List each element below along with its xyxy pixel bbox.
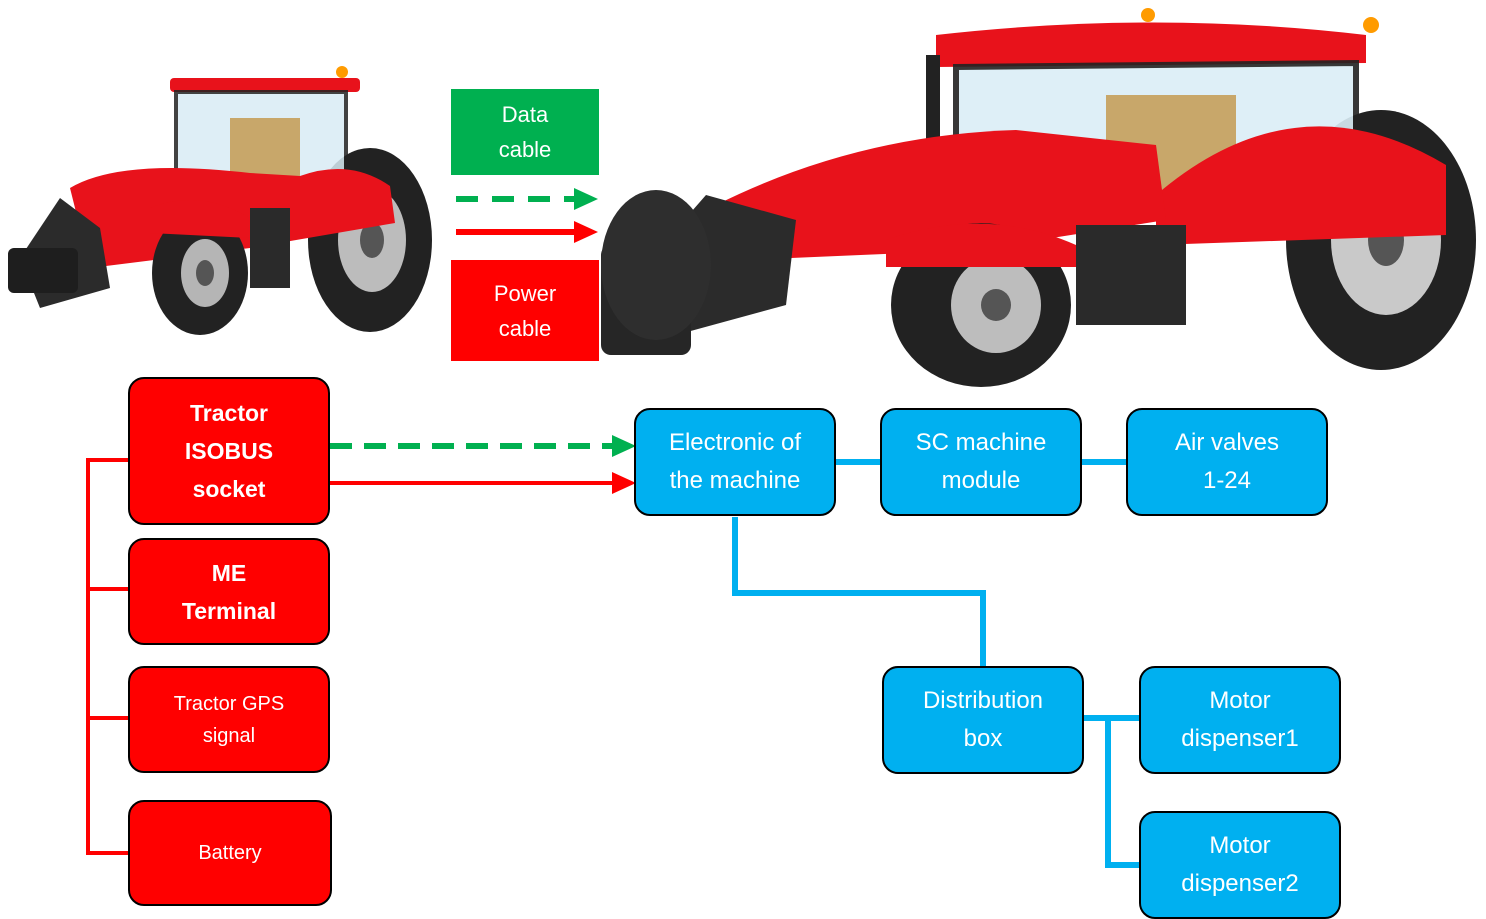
motor2-label-1: Motor xyxy=(1209,832,1271,859)
me-terminal-label-1: ME xyxy=(211,559,247,586)
data-cable-label-2: cable xyxy=(498,137,552,162)
sc-module-label-2: module xyxy=(941,467,1021,494)
motor-dispenser2-box: Motor dispenser2 xyxy=(1139,811,1341,919)
distribution-box: Distribution box xyxy=(882,666,1084,774)
tractor-gps-signal-box: Tractor GPS signal xyxy=(128,666,330,773)
gps-label-1: Tractor GPS xyxy=(173,692,285,715)
air-valves-box: Air valves 1-24 xyxy=(1126,408,1328,516)
legend-power-arrow xyxy=(456,221,598,243)
distribution-label-1: Distribution xyxy=(922,687,1044,714)
power-cable-arrow xyxy=(330,472,636,494)
power-cable-label-2: cable xyxy=(498,315,552,341)
air-valves-label-1: Air valves xyxy=(1174,429,1280,456)
battery-box: Battery xyxy=(128,800,332,906)
isobus-label-2: ISOBUS xyxy=(184,438,274,464)
battery-label: Battery xyxy=(198,842,262,864)
legend-data-arrow xyxy=(456,188,598,210)
isobus-label-3: socket xyxy=(192,476,266,502)
power-cable-legend: Power cable xyxy=(451,260,599,361)
electronic-label-2: the machine xyxy=(669,467,801,494)
motor1-label-1: Motor xyxy=(1209,687,1271,714)
electronic-label-1: Electronic of xyxy=(668,429,802,456)
data-cable-arrow xyxy=(330,435,636,457)
air-valves-label-2: 1-24 xyxy=(1202,467,1252,494)
machine-links xyxy=(732,459,1139,868)
motor1-label-2: dispenser1 xyxy=(1181,725,1299,752)
distribution-label-2: box xyxy=(963,725,1003,752)
motor2-label-2: dispenser2 xyxy=(1181,870,1299,897)
gps-label-2: signal xyxy=(202,724,256,747)
tractor-isobus-socket-box: Tractor ISOBUS socket xyxy=(128,377,330,525)
me-terminal-box: ME Terminal xyxy=(128,538,330,645)
isobus-label-1: Tractor xyxy=(190,400,268,426)
me-terminal-label-2: Terminal xyxy=(181,597,277,624)
motor-dispenser1-box: Motor dispenser1 xyxy=(1139,666,1341,774)
power-cable-label-1: Power xyxy=(493,280,557,306)
tractor-bus-line xyxy=(86,458,128,855)
data-cable-label-1: Data xyxy=(501,102,549,127)
small-tractor-icon xyxy=(8,66,432,335)
machine-electronic-box: Electronic of the machine xyxy=(634,408,836,516)
sc-machine-module-box: SC machine module xyxy=(880,408,1082,516)
data-cable-legend: Data cable xyxy=(451,89,599,175)
sc-module-label-1: SC machine xyxy=(915,429,1047,456)
large-tractor-icon xyxy=(601,8,1476,387)
